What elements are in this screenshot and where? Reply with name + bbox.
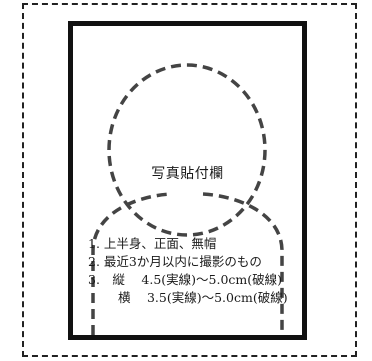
outer-dashed-border: [22, 3, 357, 357]
photo-label: 写真貼付欄: [151, 166, 224, 182]
requirement-pose: 1. 上半身、正面、無帽: [88, 236, 217, 251]
photo-frame[interactable]: 写真貼付欄 1. 上半身、正面、無帽 2. 最近3か月以内に撮影のもの 3. 縦…: [68, 21, 307, 340]
photo-requirements-list: 1. 上半身、正面、無帽 2. 最近3か月以内に撮影のもの 3. 縦 4.5(実…: [88, 235, 300, 307]
person-silhouette-icon: [91, 63, 284, 335]
requirement-recency: 2. 最近3か月以内に撮影のもの: [88, 254, 262, 269]
requirement-height: 3. 縦 4.5(実線)～5.0cm(破線): [88, 272, 283, 287]
requirement-width: 横 3.5(実線)～5.0cm(破線): [118, 290, 288, 305]
